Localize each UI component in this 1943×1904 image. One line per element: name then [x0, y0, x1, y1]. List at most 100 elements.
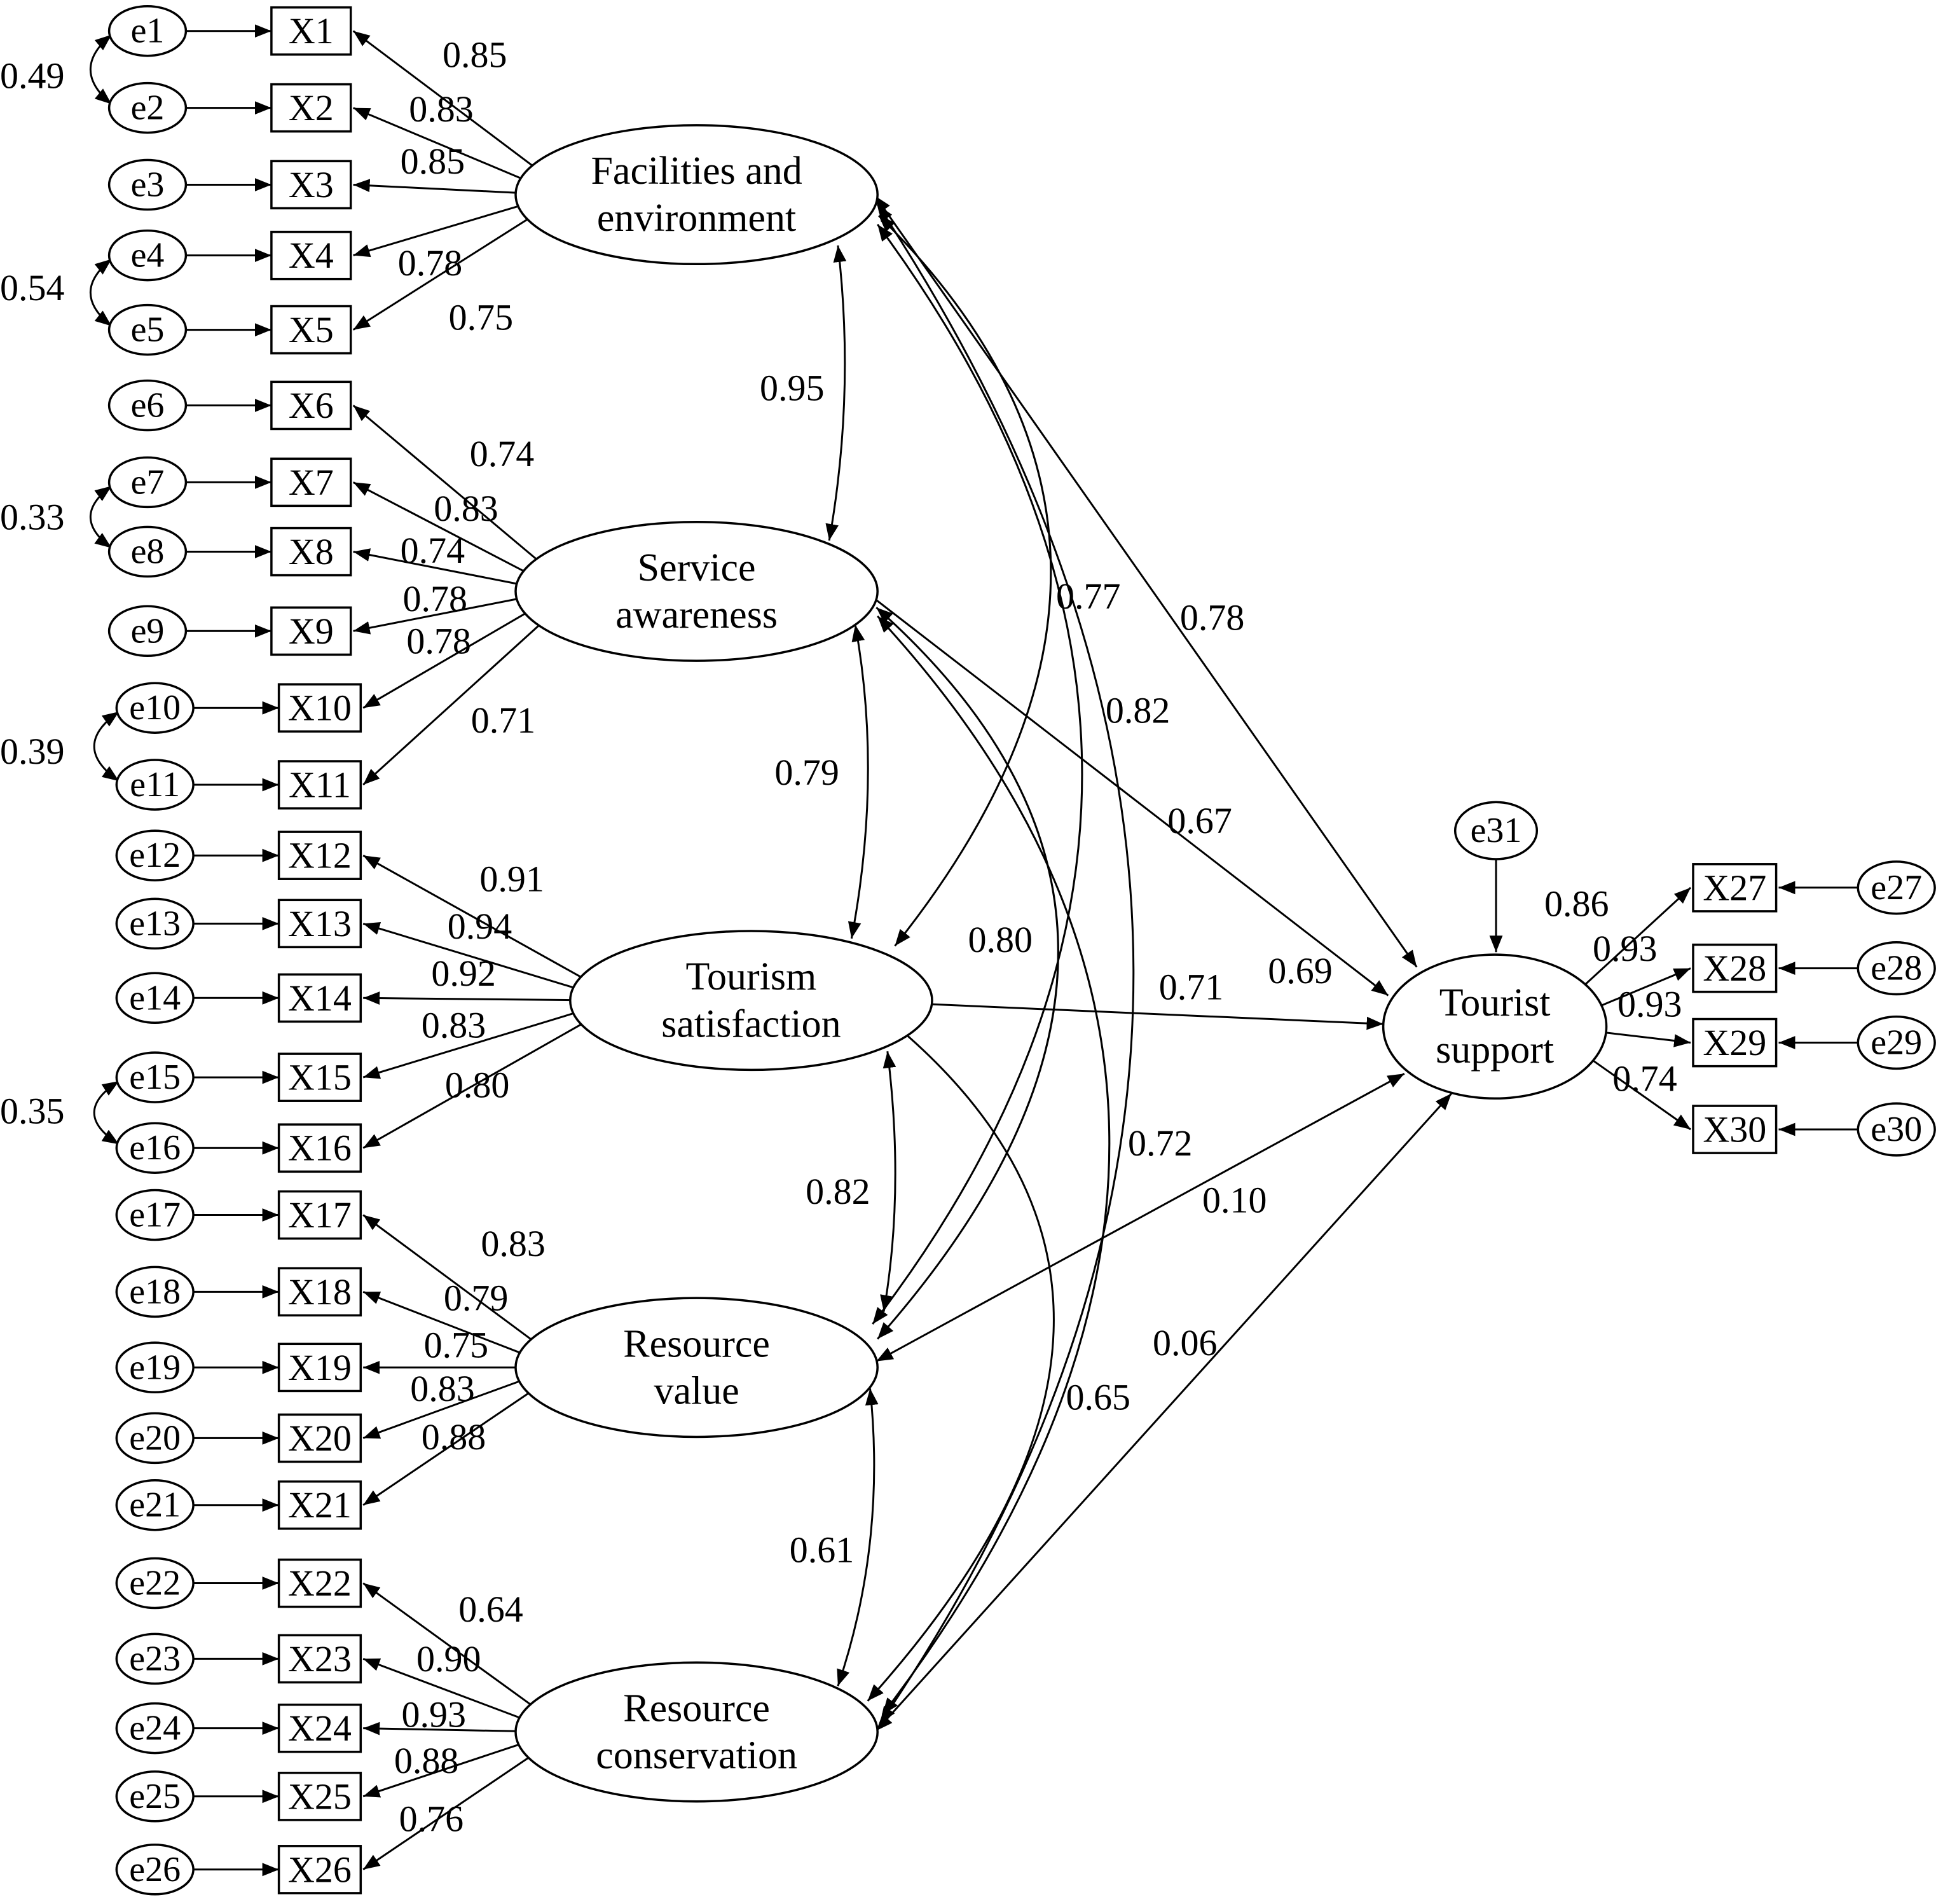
loading-value: 0.75 — [424, 1325, 489, 1366]
loading-value: 0.91 — [479, 859, 544, 900]
error-term — [115, 1702, 195, 1755]
loading-value: 0.88 — [394, 1740, 459, 1781]
indicator-label: X13 — [288, 903, 352, 944]
loading-arrow — [362, 1214, 534, 1342]
error-label: e26 — [129, 1850, 181, 1889]
error-label: e10 — [129, 688, 181, 728]
indicator-label: X10 — [288, 687, 352, 729]
indicator-label: X15 — [288, 1057, 352, 1098]
error-covariance-arc — [93, 710, 120, 782]
error-term — [115, 1266, 195, 1318]
correlation-value: 0.80 — [968, 919, 1033, 960]
error-label: e7 — [131, 462, 165, 502]
factor-correlation-arc — [877, 615, 1111, 1716]
indicator-label: X21 — [288, 1484, 352, 1526]
latent-label: awareness — [615, 593, 778, 637]
loading-arrow — [362, 922, 576, 990]
loading-value: 0.83 — [422, 1005, 486, 1046]
path-coefficient: 0.78 — [1180, 597, 1245, 638]
error-label: e12 — [129, 836, 181, 875]
indicator-label: X27 — [1703, 867, 1766, 908]
error-term — [115, 1051, 195, 1103]
indicator-label: X19 — [288, 1347, 352, 1388]
disturbance-label: e31 — [1471, 811, 1522, 850]
latent-label: value — [654, 1369, 739, 1412]
error-term — [107, 303, 188, 356]
loading-arrow — [362, 611, 528, 709]
error-term — [1857, 860, 1936, 915]
error-label: e21 — [129, 1486, 181, 1525]
loading-value: 0.75 — [449, 297, 514, 338]
error-covariance-arc — [90, 34, 113, 105]
indicator-box — [1692, 863, 1778, 913]
error-label: e11 — [130, 765, 180, 804]
error-covariance-arc — [89, 485, 113, 549]
loading-value: 0.85 — [401, 141, 465, 182]
latent-label: support — [1436, 1028, 1554, 1072]
indicator-label: X29 — [1703, 1022, 1766, 1063]
indicator-label: X26 — [288, 1849, 352, 1890]
latent-label: Service — [638, 546, 756, 590]
latent-factor-f6 — [1382, 953, 1608, 1100]
loading-value: 0.85 — [443, 34, 507, 75]
loading-value: 0.93 — [1593, 928, 1658, 969]
indicator-box — [1692, 1105, 1778, 1154]
loading-value: 0.64 — [458, 1589, 523, 1630]
factor-correlation-arc — [867, 1022, 1055, 1702]
error-term — [115, 897, 195, 950]
path-coefficient: 0.69 — [1268, 950, 1333, 991]
error-term — [115, 759, 195, 811]
error-label: e5 — [131, 310, 165, 350]
loading-arrow — [352, 217, 531, 331]
indicator-box — [277, 831, 362, 880]
indicator-box — [277, 899, 362, 949]
loading-arrow — [362, 1742, 521, 1798]
loading-value: 0.80 — [445, 1064, 510, 1105]
indicator-label: X25 — [288, 1776, 352, 1817]
structural-path — [874, 195, 1418, 968]
loading-arrow — [352, 30, 535, 169]
error-term — [115, 1412, 195, 1465]
error-term — [115, 1770, 195, 1823]
structural-path — [931, 1003, 1383, 1030]
indicator-label: X5 — [289, 309, 334, 350]
error-term — [107, 229, 188, 282]
latent-label: Resource — [623, 1687, 770, 1730]
factor-correlation-arc — [876, 204, 1135, 1724]
loading-arrow — [362, 1291, 523, 1355]
indicator-label: X6 — [289, 385, 334, 426]
covariance-value: 0.54 — [0, 267, 64, 308]
error-term — [115, 1341, 195, 1394]
loading-arrow — [362, 854, 584, 979]
error-label: e19 — [129, 1348, 181, 1387]
indicator-box — [277, 1634, 362, 1684]
loading-arrow — [353, 204, 521, 258]
error-term — [115, 1557, 195, 1610]
loading-value: 0.94 — [448, 906, 512, 947]
loading-value: 0.88 — [422, 1416, 486, 1458]
factor-correlation-arc — [848, 624, 869, 939]
loading-arrow — [353, 548, 519, 585]
loading-value: 0.74 — [401, 530, 465, 571]
correlation-value: 0.82 — [806, 1171, 870, 1212]
loading-value: 0.78 — [398, 242, 463, 284]
loading-arrow — [362, 1012, 576, 1079]
latent-label: Tourist — [1439, 981, 1551, 1024]
loading-value: 0.90 — [416, 1638, 481, 1680]
latent-label: Resource — [623, 1322, 770, 1365]
loading-arrow — [1601, 1031, 1691, 1047]
indicator-label: X4 — [289, 235, 334, 276]
indicator-label: X28 — [1703, 948, 1766, 989]
indicator-label: X3 — [289, 164, 334, 205]
loading-arrow — [353, 179, 518, 194]
loading-value: 0.76 — [399, 1798, 464, 1839]
error-term — [115, 1122, 195, 1174]
error-term — [115, 1189, 195, 1241]
loading-value: 0.79 — [444, 1278, 509, 1319]
error-term — [107, 158, 188, 211]
loading-arrow — [352, 404, 540, 562]
indicator-label: X9 — [289, 611, 334, 652]
indicator-box — [270, 160, 352, 210]
loading-value: 0.92 — [431, 953, 496, 994]
loading-arrow — [353, 107, 523, 180]
